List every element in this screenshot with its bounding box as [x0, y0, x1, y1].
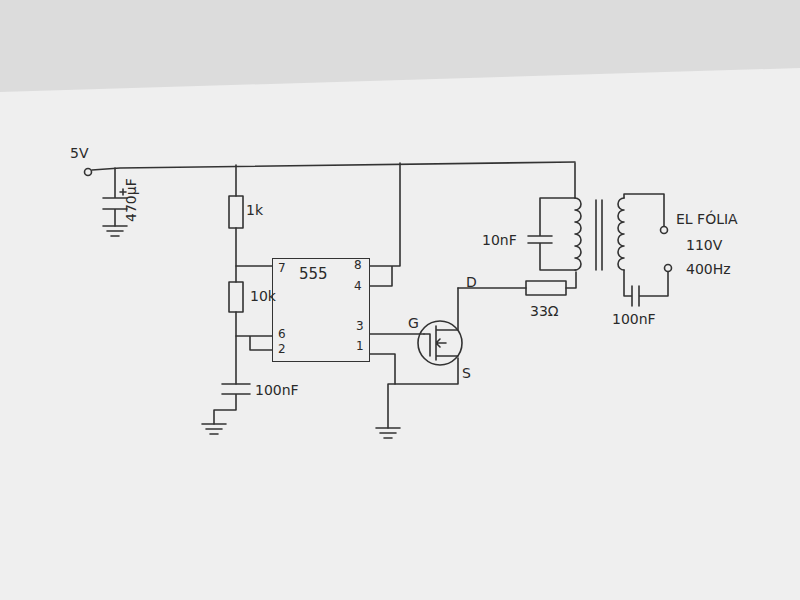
wire [235, 312, 237, 384]
supply-voltage: 5V [70, 146, 88, 160]
pin-number: 7 [278, 262, 286, 274]
paper-sheet [0, 68, 800, 600]
pin-number: 3 [356, 320, 364, 332]
capacitor-symbol [528, 198, 576, 270]
coil-symbol [618, 198, 624, 270]
wire [370, 333, 424, 335]
wire [624, 194, 664, 226]
resistor-symbol [229, 282, 243, 312]
component-value: 10k [250, 289, 276, 303]
pin-name: G [408, 316, 419, 330]
wire [370, 354, 458, 384]
coil-symbol [575, 198, 581, 270]
capacitor-symbol [214, 384, 250, 424]
pin-number: 2 [278, 343, 286, 355]
mosfet-symbol [424, 288, 458, 360]
transformer-core [596, 200, 602, 270]
output-value: 400Hz [686, 262, 731, 276]
pin-number: 8 [354, 259, 362, 271]
component-value: 100nF [255, 383, 299, 397]
wire [236, 336, 272, 350]
wire [370, 163, 400, 286]
output-value: 110V [686, 238, 722, 252]
component-value: 1k [246, 203, 263, 217]
supply-terminal [85, 169, 92, 176]
capacitor-symbol [624, 270, 668, 306]
wire [574, 163, 576, 198]
output-name: EL FÓLIA [676, 212, 738, 226]
pin-number: 4 [354, 280, 362, 292]
wire [566, 272, 576, 288]
wire [388, 384, 395, 428]
resistor-symbol [229, 196, 243, 228]
component-value: 10nF [482, 233, 517, 247]
output-terminal [661, 227, 668, 234]
component-value: 470µF [124, 178, 138, 222]
ground-symbol [202, 424, 226, 434]
pin-name: S [462, 366, 471, 380]
ic-chip: 555 [272, 258, 370, 362]
pin-number: 6 [278, 328, 286, 340]
wire [236, 265, 272, 267]
pin-name: D [466, 275, 477, 289]
ground-symbol [103, 226, 127, 236]
resistor-symbol [526, 281, 566, 295]
wire [235, 165, 237, 196]
pin-number: 1 [356, 340, 364, 352]
wire [235, 228, 237, 282]
component-value: 33Ω [530, 304, 559, 318]
ground-symbol [376, 428, 400, 438]
component-value: 100nF [612, 312, 656, 326]
supply-rail [92, 162, 575, 170]
output-terminal [665, 265, 672, 272]
